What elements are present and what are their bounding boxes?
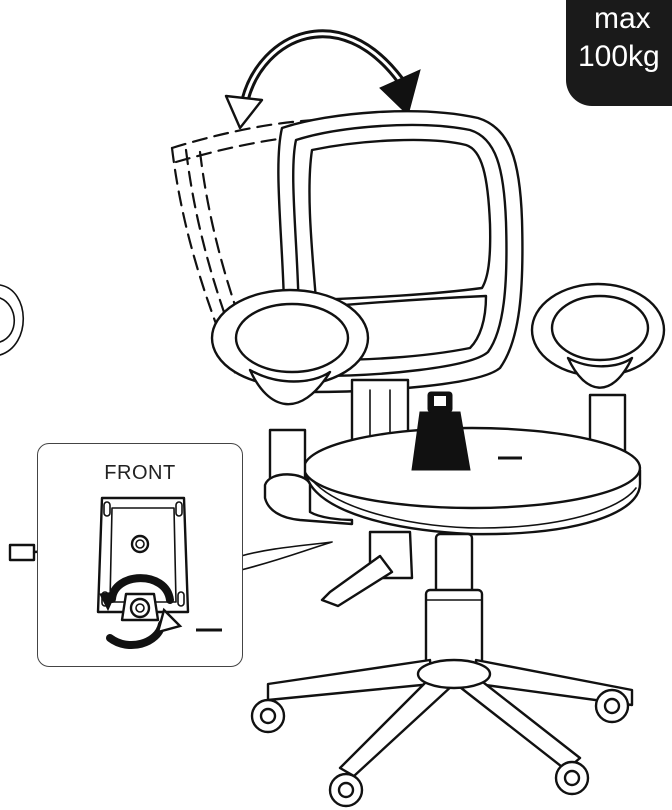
max-weight-badge: max 100kg (566, 0, 672, 106)
front-label: FRONT (104, 462, 176, 484)
caster (328, 772, 364, 808)
badge-line-weight: 100kg (578, 40, 660, 73)
caster (594, 688, 630, 724)
tension-knob-icon (99, 574, 183, 650)
side-panel-edge (0, 284, 24, 356)
left-armrest (210, 288, 370, 526)
badge-line-max: max (594, 2, 651, 35)
caster (554, 760, 590, 796)
callout-pointer (240, 541, 333, 571)
weight-icon (411, 391, 522, 471)
backrest-support (350, 378, 410, 442)
gas-cylinder (424, 532, 484, 672)
tilt-arrow-icon (224, 29, 421, 130)
tilt-mechanism (320, 530, 414, 608)
mechanism-plate (96, 496, 222, 650)
star-base (250, 658, 634, 808)
caster (250, 698, 286, 734)
seat (302, 426, 642, 536)
mechanism-detail-inset: FRONT (37, 443, 243, 667)
